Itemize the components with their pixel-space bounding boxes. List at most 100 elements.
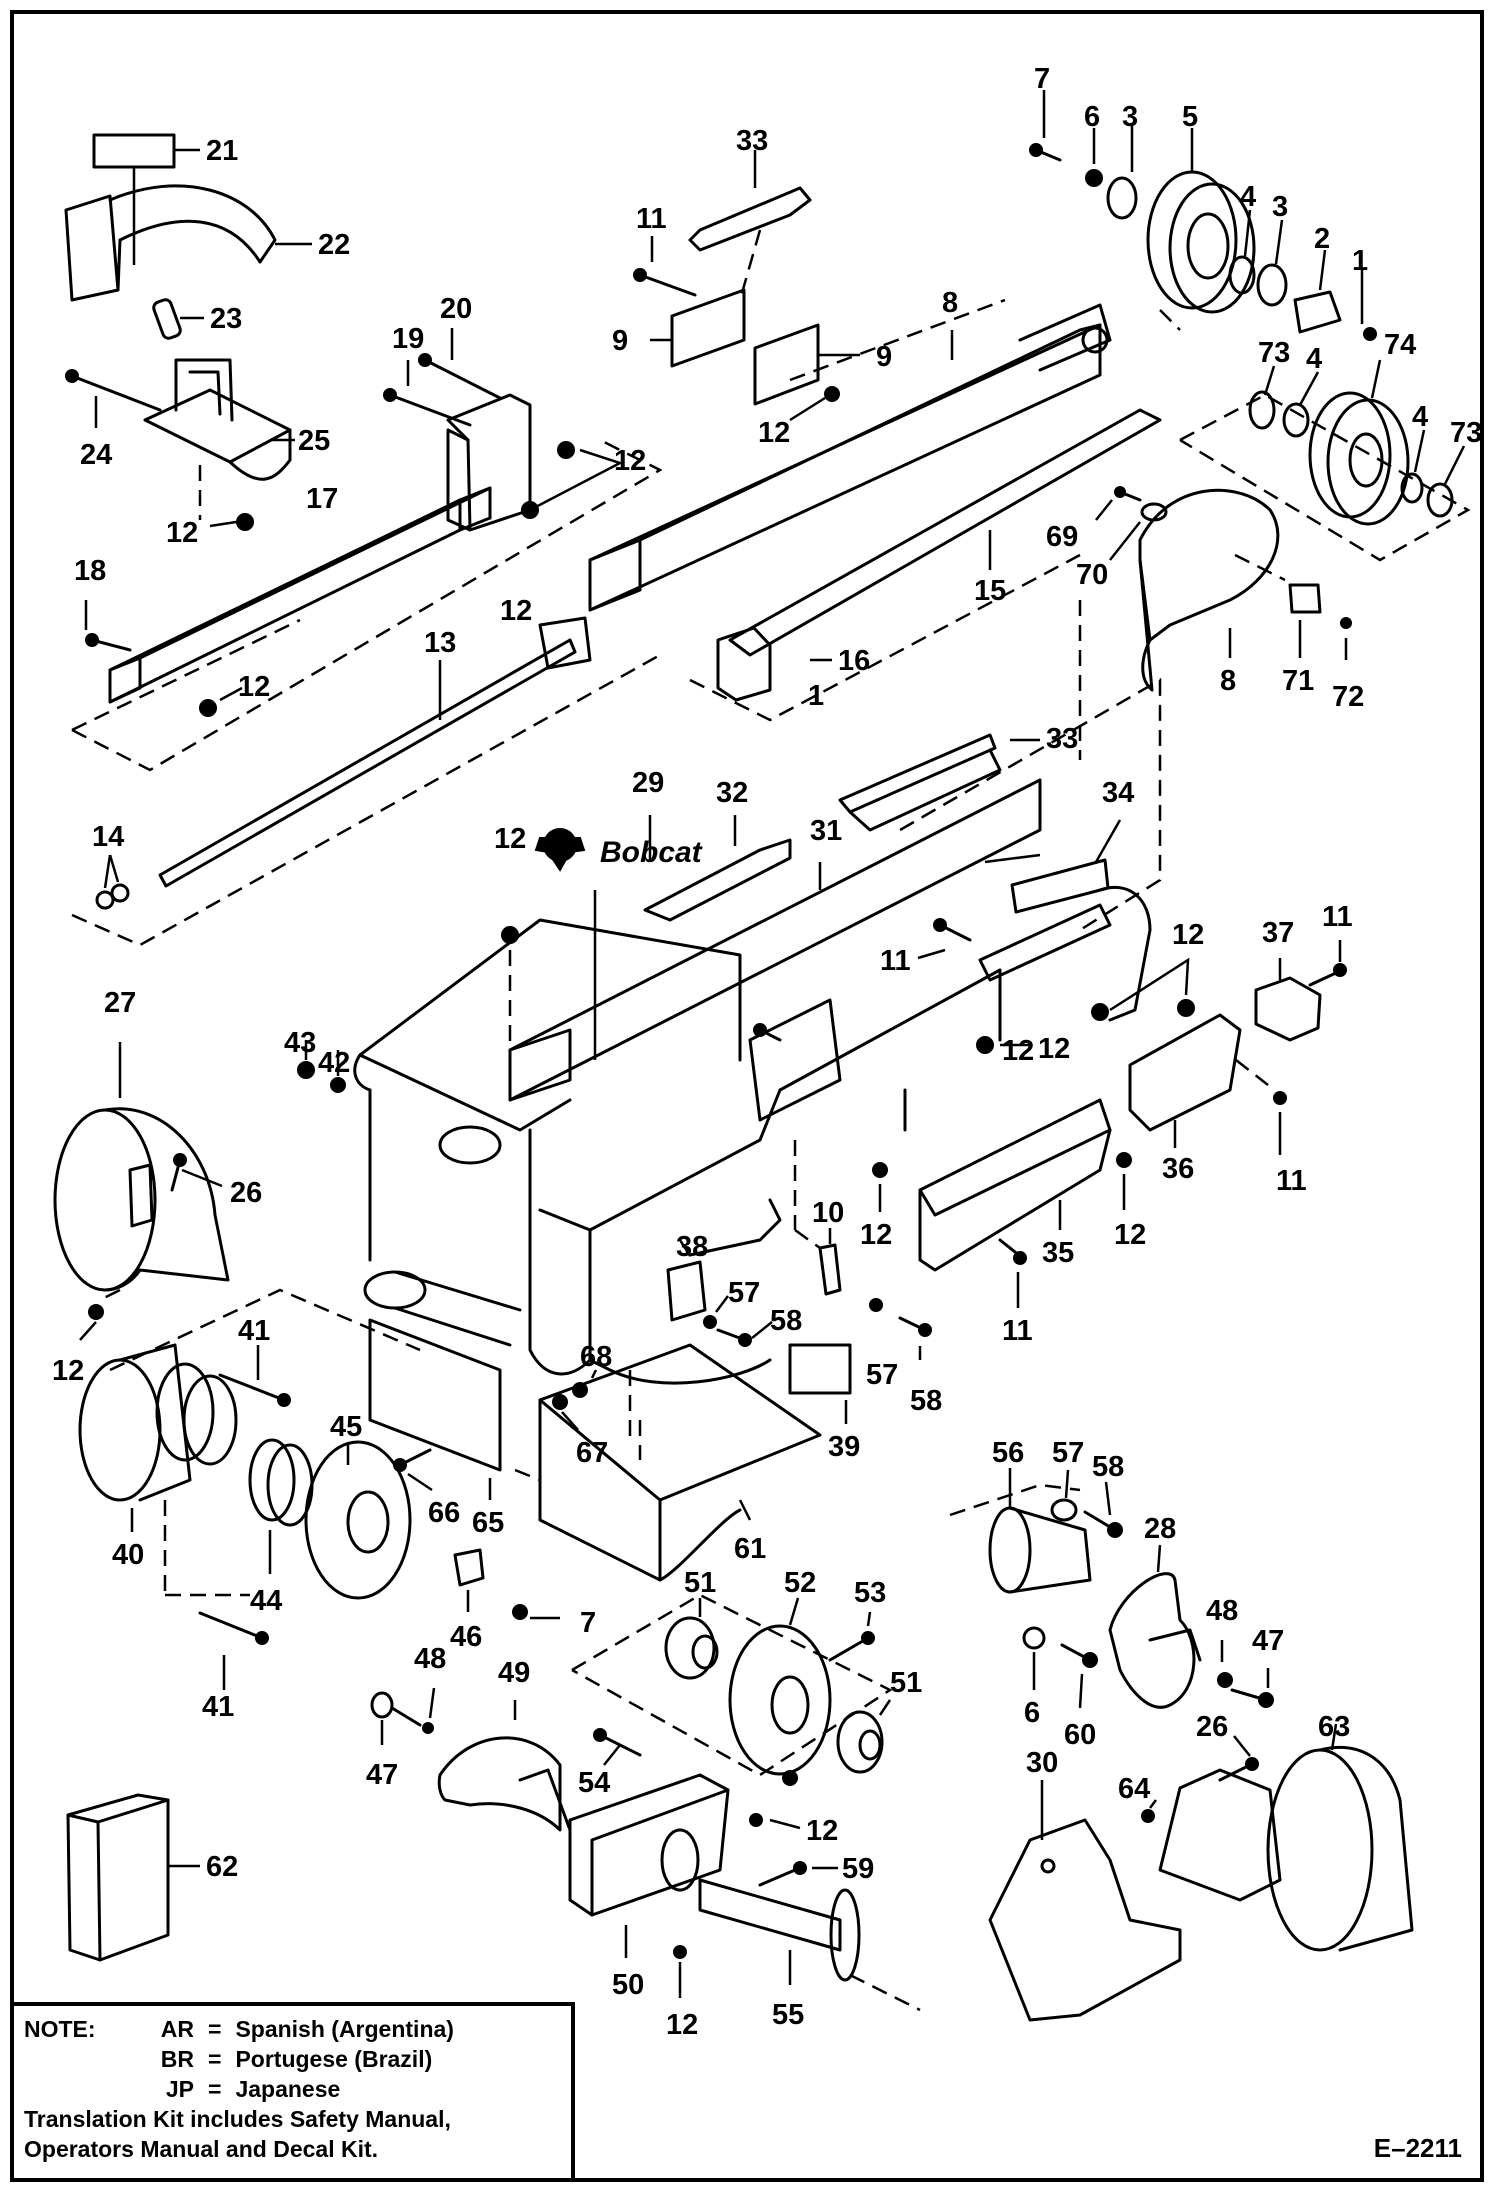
callout-33: 33: [1046, 723, 1078, 755]
callout-9: 9: [612, 325, 628, 357]
part-61-plate: [538, 1343, 822, 1582]
part-13-rod: [158, 616, 592, 888]
note-label: NOTE:: [24, 2016, 96, 2042]
part-15-inner-tube: [728, 408, 1162, 657]
callout-26: 26: [230, 1177, 262, 1209]
callout-13: 13: [424, 627, 456, 659]
part-23-pin: [152, 298, 204, 340]
callout-5: 5: [1182, 101, 1198, 133]
part-31-main-frame: [353, 778, 1042, 1385]
part-63-wheel-housing: [1158, 1723, 1414, 1952]
part-51-bearing: [664, 1598, 719, 1680]
part-52-sprocket: [728, 1597, 832, 1776]
callout-47: 47: [1252, 1625, 1284, 1657]
callout-40: 40: [112, 1539, 144, 1571]
callout-12: 12: [494, 823, 526, 855]
callout-29: 29: [632, 767, 664, 799]
part-9-slide-plates: [650, 288, 860, 406]
part-22-shield: [64, 184, 312, 302]
callout-57: 57: [728, 1277, 760, 1309]
callout-51: 51: [890, 1667, 922, 1699]
callout-12: 12: [500, 595, 532, 627]
part-65-plate: [368, 1318, 502, 1500]
callout-4: 4: [1240, 181, 1256, 213]
callout-1: 1: [1352, 245, 1368, 277]
note-eq: =: [208, 2046, 222, 2072]
callout-8: 8: [942, 287, 958, 319]
part-28-auger-flight: [1108, 1544, 1202, 1709]
callout-39: 39: [828, 1431, 860, 1463]
callout-12: 12: [52, 1355, 84, 1387]
part-49-auger-flight: [437, 1700, 572, 1832]
callout-18: 18: [74, 555, 106, 587]
callout-12: 12: [1172, 919, 1204, 951]
callout-12: 12: [860, 1219, 892, 1251]
part-44-plate: [248, 1438, 314, 1574]
note-text: Portugese (Brazil): [235, 2046, 433, 2072]
part-32-wear-pad: [643, 815, 792, 922]
callout-4: 4: [1412, 401, 1428, 433]
callout-25: 25: [298, 425, 330, 457]
callout-60: 60: [1064, 1719, 1096, 1751]
callout-67: 67: [576, 1437, 608, 1469]
part-38-bracket: [666, 1239, 707, 1322]
callout-17: 17: [306, 483, 338, 515]
part-40-drive-motor: [78, 1343, 238, 1532]
callout-32: 32: [716, 777, 748, 809]
note-text: Japanese: [235, 2076, 341, 2102]
part-37-bracket: [1254, 958, 1322, 1042]
note-code: JP: [165, 2076, 194, 2102]
note-footer-line-1: Translation Kit includes Safety Manual,: [24, 2106, 451, 2132]
callout-41: 41: [202, 1691, 234, 1723]
callout-19: 19: [392, 323, 424, 355]
callout-15: 15: [974, 575, 1006, 607]
callout-69: 69: [1046, 521, 1078, 553]
callout-65: 65: [472, 1507, 504, 1539]
callout-12: 12: [1114, 1219, 1146, 1251]
translation-note: NOTE:AR=Spanish (Argentina) BR=Portugese…: [10, 2002, 575, 2182]
callout-11: 11: [1002, 1315, 1033, 1347]
note-footer-line-2: Operators Manual and Decal Kit.: [24, 2136, 379, 2162]
callout-51: 51: [684, 1567, 716, 1599]
callout-62: 62: [206, 1851, 238, 1883]
callout-28: 28: [1144, 1513, 1176, 1545]
callout-53: 53: [854, 1577, 886, 1609]
callout-58: 58: [910, 1385, 942, 1417]
callout-71: 71: [1282, 665, 1314, 697]
callout-37: 37: [1262, 917, 1294, 949]
callout-labels: 21 22 23 24 25 12 17 18 19 20 12 12 11 3…: [52, 63, 1482, 2041]
callout-68: 68: [580, 1341, 612, 1373]
callout-48: 48: [414, 1643, 446, 1675]
callout-44: 44: [250, 1585, 282, 1617]
callout-11: 11: [1322, 901, 1353, 933]
note-text: Spanish (Argentina): [235, 2016, 454, 2042]
callout-63: 63: [1318, 1711, 1350, 1743]
part-36-bracket: [1128, 1013, 1242, 1148]
part-21-decal: [92, 133, 200, 265]
callout-61: 61: [734, 1533, 766, 1565]
part-8-wheel-shroud: [1138, 488, 1280, 692]
callout-35: 35: [1042, 1237, 1074, 1269]
bobcat-logo-text: Bobcat: [600, 836, 704, 869]
callout-3: 3: [1272, 191, 1288, 223]
callout-6: 6: [1084, 101, 1100, 133]
part-45-sprocket: [304, 1440, 412, 1600]
callout-58: 58: [770, 1305, 802, 1337]
callout-45: 45: [330, 1411, 362, 1443]
callout-55: 55: [772, 1999, 804, 2031]
diagram-id: E–2211: [1373, 2133, 1462, 2163]
callout-6: 6: [1024, 1697, 1040, 1729]
callout-54: 54: [578, 1767, 610, 1799]
callout-41: 41: [238, 1315, 270, 1347]
callout-26: 26: [1196, 1711, 1228, 1743]
callout-43: 43: [284, 1027, 316, 1059]
callout-9: 9: [876, 341, 892, 373]
callout-8: 8: [1220, 665, 1236, 697]
callout-12: 12: [666, 2009, 698, 2041]
callout-72: 72: [1332, 681, 1364, 713]
callout-2: 2: [1314, 223, 1330, 255]
note-code: AR: [160, 2016, 194, 2042]
callout-31: 31: [810, 815, 842, 847]
callout-11: 11: [636, 203, 667, 235]
callout-14: 14: [92, 821, 124, 853]
